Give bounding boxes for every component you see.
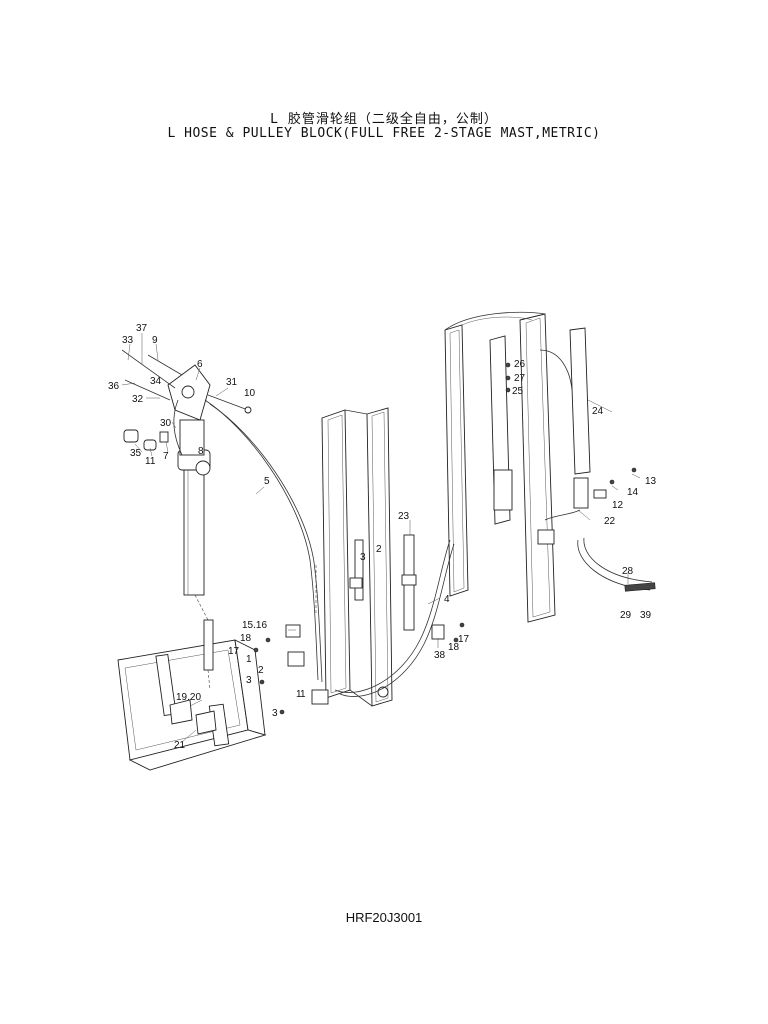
callout: 28 (622, 566, 634, 577)
inner-mast (315, 407, 417, 707)
callout: 24 (592, 406, 604, 417)
pulley-bracket (121, 349, 252, 456)
callout: 14 (627, 487, 639, 498)
callout: 3 (246, 675, 252, 686)
callout: 3 (272, 708, 278, 719)
leader-lines (121, 333, 641, 743)
callout: 36 (108, 381, 120, 392)
callout: 18 (240, 633, 252, 644)
callout: 23 (398, 511, 410, 522)
fittings (253, 362, 637, 715)
hose-28 (577, 539, 651, 591)
callout: 17 (228, 646, 240, 657)
callout: 27 (514, 373, 526, 384)
callout: 3 (360, 552, 366, 563)
callout-labels: 37 33 9 6 34 31 10 36 32 30 35 11 7 8 5 … (108, 323, 657, 751)
callout: 13 (645, 476, 657, 487)
callout: 1 (246, 654, 252, 665)
callout: 17 (458, 634, 470, 645)
callout: 5 (264, 476, 270, 487)
title-chinese: L 胶管滑轮组（二级全自由，公制） (270, 112, 498, 127)
callout: 10 (244, 388, 256, 399)
callout: 2 (258, 665, 264, 676)
callout: 6 (197, 359, 203, 370)
callout: 19.20 (176, 692, 201, 703)
callout: 34 (150, 376, 162, 387)
callout: 33 (122, 335, 134, 346)
callout: 18 (448, 642, 460, 653)
title-english: L HOSE & PULLEY BLOCK(FULL FREE 2-STAGE … (167, 126, 601, 141)
callout: 9 (152, 335, 158, 346)
callout: 26 (514, 359, 526, 370)
callout: 29 (620, 610, 632, 621)
callout: 1 (296, 689, 302, 700)
callout: 21 (174, 740, 186, 751)
callout: 2 (376, 544, 382, 555)
callout: 25 (512, 386, 524, 397)
carriage-drawing (117, 639, 267, 771)
hose-5 (204, 399, 319, 681)
drawing-code: HRF20J3001 (345, 910, 423, 925)
hose-4 (334, 539, 451, 693)
callout: 35 (130, 448, 142, 459)
callout: 12 (612, 500, 624, 511)
callout: 32 (132, 394, 144, 405)
callout: 15.16 (242, 620, 267, 631)
callout: 39 (640, 610, 652, 621)
callout: 1 (300, 689, 306, 700)
callout: 11 (145, 456, 156, 467)
callout: 38 (434, 650, 446, 661)
callout: 7 (163, 451, 169, 462)
callout: 8 (198, 446, 204, 457)
callout: 37 (136, 323, 148, 334)
callout: 4 (444, 594, 450, 605)
callout: 22 (604, 516, 616, 527)
callout: 30 (160, 418, 172, 429)
outer-mast (444, 311, 607, 623)
callout: 31 (226, 377, 238, 388)
